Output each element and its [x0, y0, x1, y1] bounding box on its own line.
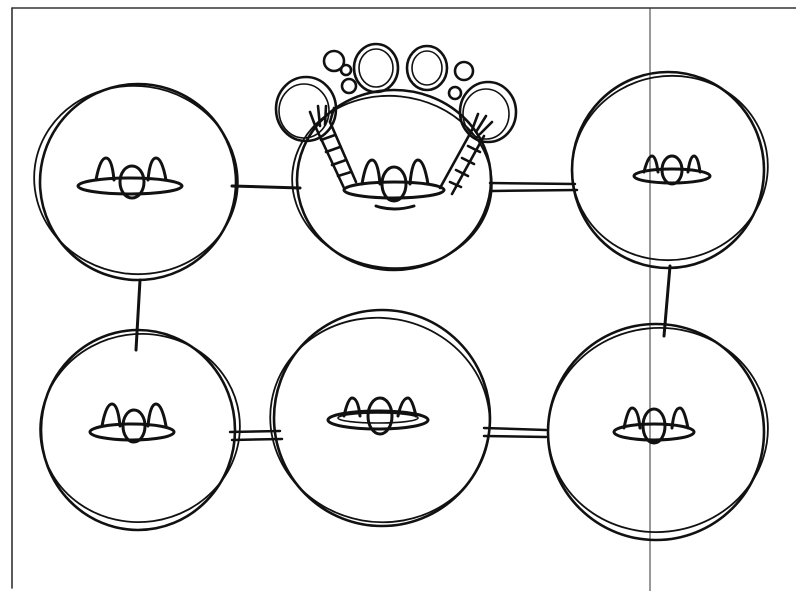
- egg-figures-on-plate-icon: [88, 402, 176, 444]
- link-top-center-right: [488, 181, 579, 193]
- room-bottom-right: [546, 322, 769, 542]
- room-top-right: [570, 70, 769, 270]
- egg-figures-on-plate-icon: [612, 406, 696, 445]
- egg-figures-on-plate-icon: [342, 158, 446, 211]
- egg-figures-on-plate-icon: [326, 396, 430, 436]
- room-top-left: [33, 82, 239, 282]
- link-top-left-bottom-left: [134, 278, 142, 352]
- egg-figures-on-plate-icon: [76, 156, 184, 200]
- crowd-cheering-icon: [274, 42, 518, 196]
- page-frame: [11, 7, 796, 591]
- link-top-left-center: [230, 184, 302, 190]
- egg-figures-on-plate-icon: [632, 154, 712, 186]
- room-top-center: [274, 42, 518, 272]
- room-bottom-left: [39, 328, 241, 532]
- link-bottom-center-right: [482, 426, 548, 439]
- room-bottom-center: [269, 308, 492, 528]
